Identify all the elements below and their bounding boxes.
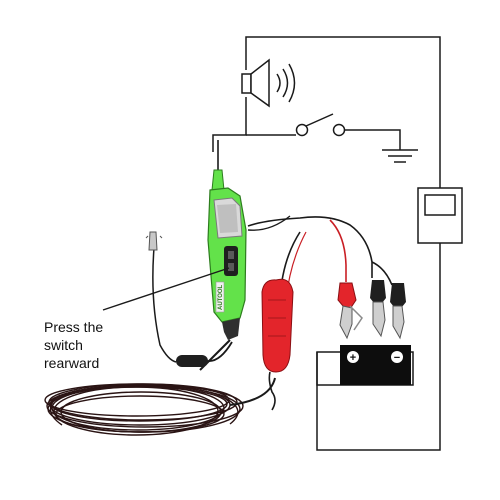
circuit-wires	[212, 36, 441, 451]
annotation-text: Press the switch rearward	[44, 318, 103, 372]
test-light-probe: AUTOOL	[207, 140, 247, 340]
wire-top-loop	[245, 36, 441, 188]
meter-box	[417, 187, 463, 244]
wire-speaker-to-switch	[212, 97, 247, 152]
alligator-clip-red	[337, 282, 363, 340]
wire-switch-right	[345, 129, 401, 150]
battery: + −	[316, 345, 414, 386]
probe-cable	[199, 339, 276, 406]
battery-minus-label: −	[394, 352, 400, 364]
cable-coil	[44, 383, 244, 436]
wire-right-side	[316, 243, 441, 451]
switch-symbol	[295, 113, 346, 137]
aux-clip-lead	[145, 231, 233, 367]
annotation-line-3: rearward	[44, 355, 100, 371]
device-brand-label: AUTOOL	[218, 284, 224, 310]
annotation-line-2: switch	[44, 337, 83, 353]
battery-plus-label: +	[350, 352, 356, 364]
alligator-clip-black	[370, 280, 406, 340]
ground-symbol	[382, 149, 418, 163]
annotation-leader-line	[102, 267, 230, 311]
battery-negative-terminal	[391, 351, 403, 363]
red-fuse-holder	[261, 278, 294, 373]
annotation-line-1: Press the	[44, 319, 104, 335]
battery-positive-terminal	[347, 351, 359, 363]
speaker-icon	[241, 58, 296, 108]
red-lead	[247, 215, 393, 411]
